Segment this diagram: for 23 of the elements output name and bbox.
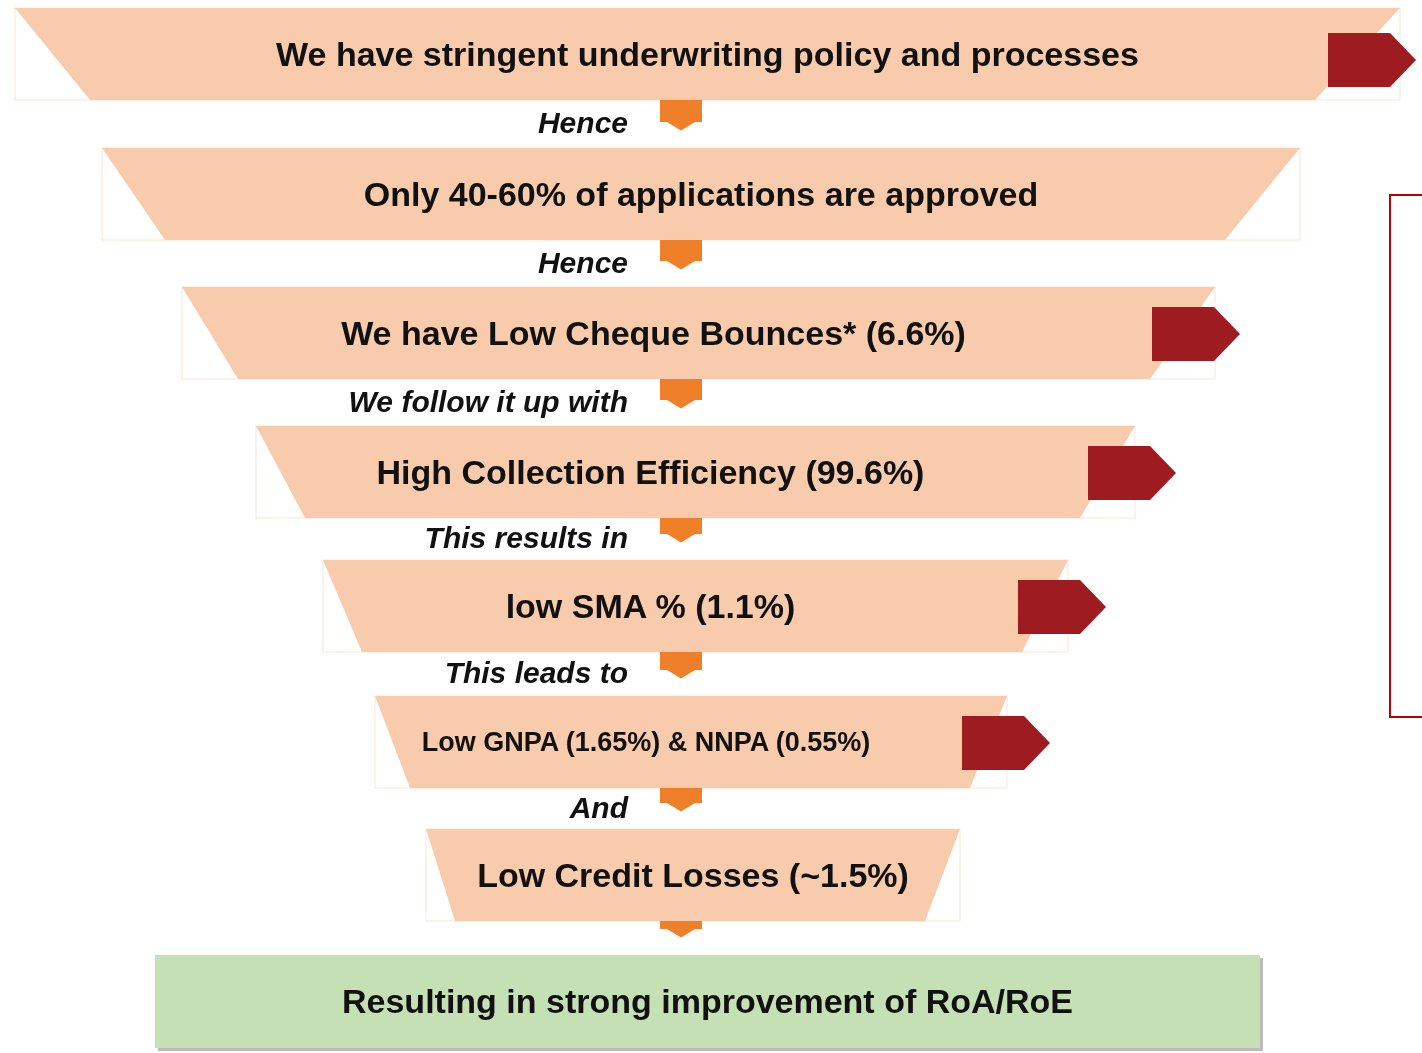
arrow [660,788,702,812]
funnel-band [182,287,1215,379]
funnel-band [323,560,1068,652]
step-text: Only 40-60% of applications are approved [363,174,1039,214]
step-text: Resulting in strong improvement of RoA/RoE [342,982,1073,1021]
funnel-band [426,829,960,921]
funnel-band [256,426,1135,518]
result-box [155,955,1260,1048]
step-text: We have stringent underwriting policy and processes [276,34,1139,74]
funnel-band [375,696,1007,788]
step-text: We have Low Cheque Bounces* (6.6%) [341,313,966,353]
arrow [660,240,702,270]
arrow [660,100,702,131]
arrow [660,652,702,679]
funnel-band [102,148,1300,240]
funnel-band [15,8,1400,100]
step-text: High Collection Efficiency (99.6%) [376,452,925,492]
step-text: low SMA % (1.1%) [505,586,796,626]
arrow [660,379,702,409]
step-text: Low Credit Losses (~1.5%) [477,855,909,895]
arrow [660,518,702,543]
step-text: Low GNPA (1.65%) & NNPA (0.55%) [421,726,871,758]
arrow [660,921,702,938]
